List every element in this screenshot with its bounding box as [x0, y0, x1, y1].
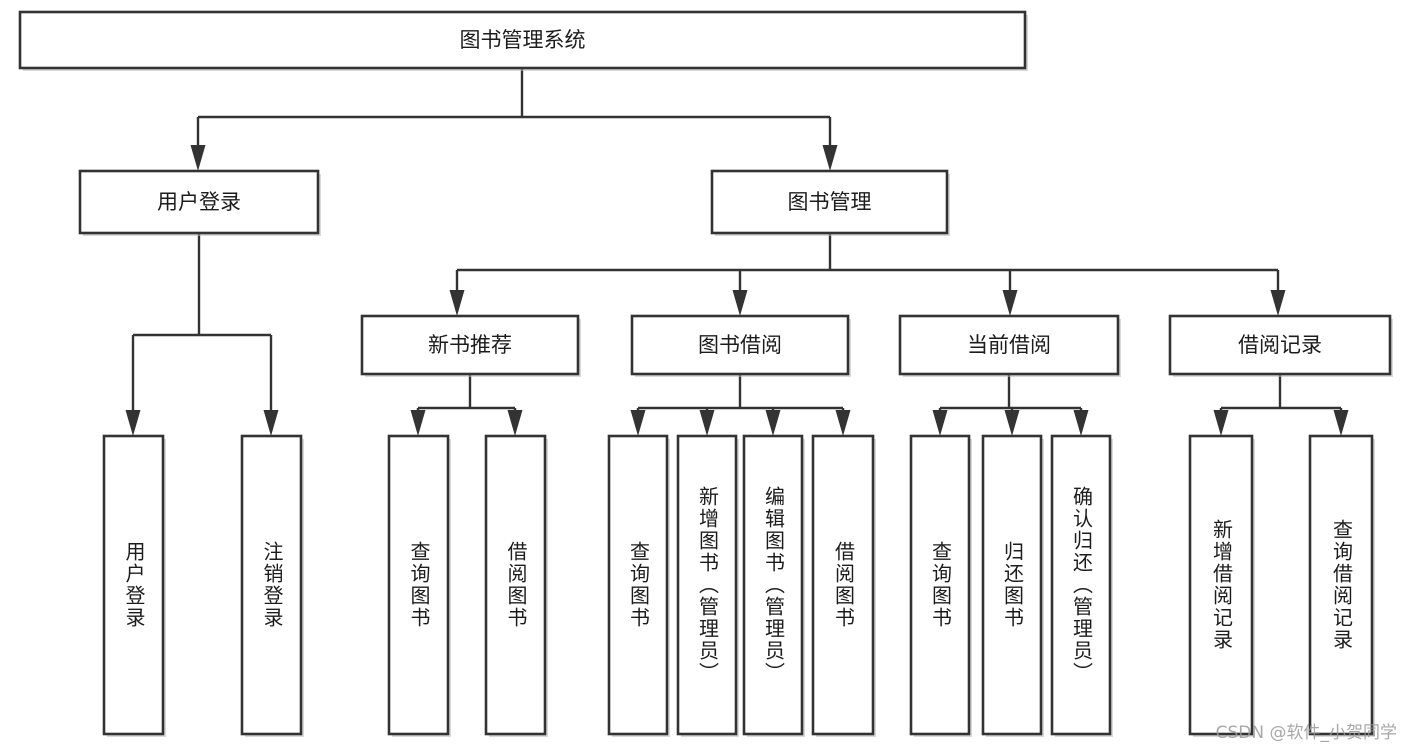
node-box-leaf-cur-query[interactable]: [909, 434, 971, 736]
node-box-leaf-user-login[interactable]: [102, 434, 165, 736]
node-label-current: 当前借阅: [967, 333, 1051, 357]
node-label-newbook: 新书推荐: [428, 333, 512, 357]
node-box-newbook[interactable]: [360, 314, 580, 376]
node-box-login[interactable]: [78, 169, 320, 235]
connector-root: [190, 68, 838, 171]
connector-current: [932, 374, 1089, 436]
node-label-root: 图书管理系统: [460, 28, 586, 52]
node-box-borrow[interactable]: [630, 314, 850, 376]
node-box-leaf-borrow-do[interactable]: [811, 434, 875, 736]
node-box-layer: [18, 10, 1393, 737]
node-box-root[interactable]: [18, 10, 1027, 70]
node-box-leaf-borrow-add[interactable]: [676, 434, 738, 736]
connector-layer: [125, 68, 1349, 436]
node-label-borrow: 图书借阅: [698, 333, 782, 357]
connector-newbook: [410, 374, 523, 436]
node-box-leaf-new-query[interactable]: [387, 434, 450, 736]
node-box-bookmgr[interactable]: [710, 169, 949, 235]
watermark: CSDN @软件_小贺同学: [1215, 723, 1397, 743]
node-box-leaf-cur-return[interactable]: [981, 434, 1043, 736]
node-box-leaf-cur-confirm[interactable]: [1050, 434, 1112, 736]
node-box-leaf-rec-query[interactable]: [1308, 434, 1374, 736]
node-box-current[interactable]: [898, 314, 1120, 376]
connector-borrow: [630, 374, 851, 436]
connector-login: [125, 233, 279, 436]
connector-record: [1213, 374, 1349, 436]
node-box-leaf-new-borrow[interactable]: [484, 434, 547, 736]
node-box-leaf-borrow-query[interactable]: [607, 434, 669, 736]
node-label-login: 用户登录: [157, 190, 241, 214]
node-box-leaf-user-logout[interactable]: [240, 434, 303, 736]
node-box-leaf-rec-add[interactable]: [1188, 434, 1254, 736]
node-box-record[interactable]: [1168, 314, 1392, 376]
connector-bookmgr: [449, 233, 1286, 316]
node-box-leaf-borrow-edit[interactable]: [742, 434, 804, 736]
node-label-bookmgr: 图书管理: [788, 190, 872, 214]
node-label-record: 借阅记录: [1238, 333, 1322, 357]
